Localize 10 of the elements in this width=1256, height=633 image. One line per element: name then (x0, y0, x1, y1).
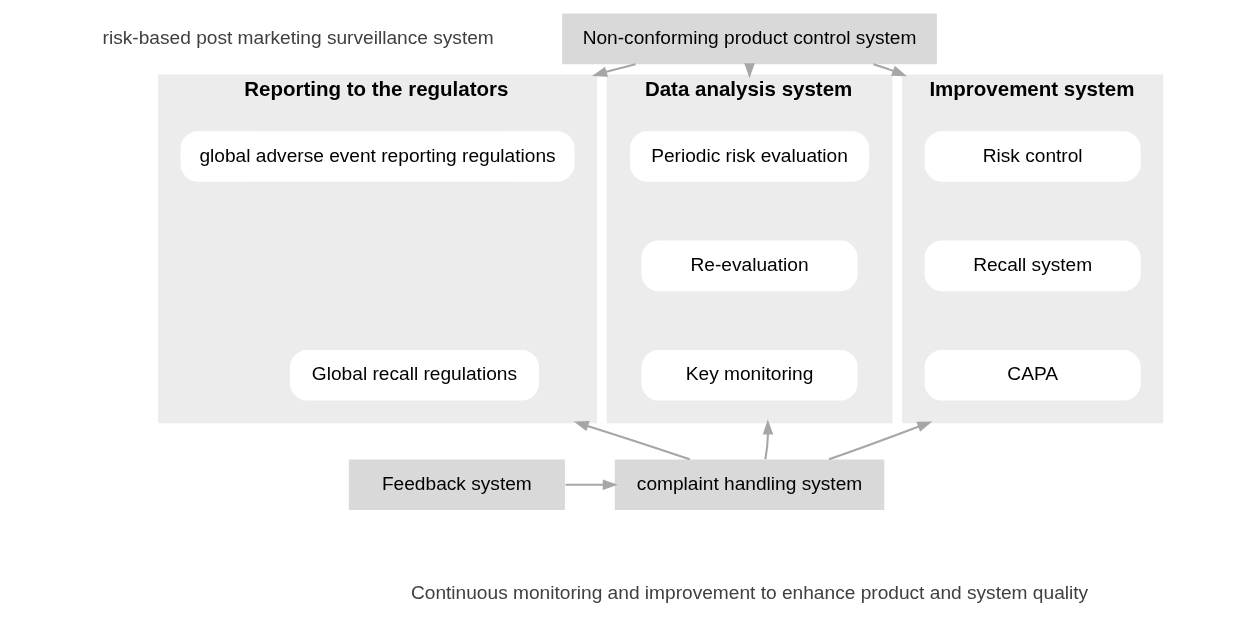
arrow (573, 421, 690, 461)
label: Continuous monitoring and improvement to enhance product and system quality (410, 582, 1088, 604)
arrow (591, 63, 636, 77)
node-box: Feedback system (348, 459, 565, 511)
label: risk-based post marketing surveillance system (102, 26, 494, 48)
arrow (828, 421, 932, 461)
arrow (762, 419, 773, 460)
arrow (872, 63, 907, 77)
node-box: complaint handling system (614, 459, 884, 511)
arrow (564, 479, 618, 490)
